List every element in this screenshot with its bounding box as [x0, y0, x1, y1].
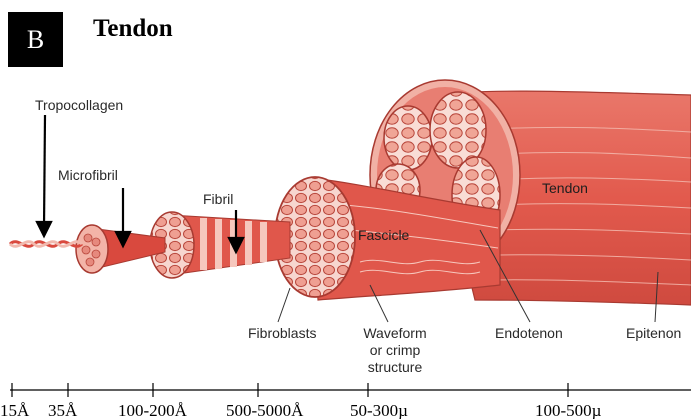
- label-fascicle: Fascicle: [358, 227, 410, 243]
- scale-tick-100-500u: 100-500µ: [535, 401, 602, 419]
- label-endotenon: Endotenon: [495, 325, 563, 341]
- tropocollagen-helix: [10, 242, 82, 247]
- scale-tick-15A: 15Å: [0, 401, 30, 419]
- scale-tick-35A: 35Å: [48, 401, 78, 419]
- label-microfibril: Microfibril: [58, 167, 118, 183]
- label-epitenon: Epitenon: [626, 325, 681, 341]
- label-fibril: Fibril: [203, 191, 233, 207]
- label-waveform-line3: structure: [368, 359, 423, 375]
- label-tropocollagen: Tropocollagen: [35, 97, 123, 113]
- label-waveform-line2: or crimp: [370, 342, 421, 358]
- label-tendon: Tendon: [542, 180, 588, 196]
- label-fibroblasts: Fibroblasts: [248, 325, 316, 341]
- label-waveform-line1: Waveform: [363, 325, 426, 341]
- size-scale-axis: 15Å 35Å 100-200Å 500-5000Å 50-300µ 100-5…: [0, 383, 691, 419]
- fibril-body: [150, 212, 290, 278]
- scale-tick-500-5000A: 500-5000Å: [226, 401, 304, 419]
- scale-tick-100-200A: 100-200Å: [118, 401, 188, 419]
- scale-tick-50-300u: 50-300µ: [350, 401, 408, 419]
